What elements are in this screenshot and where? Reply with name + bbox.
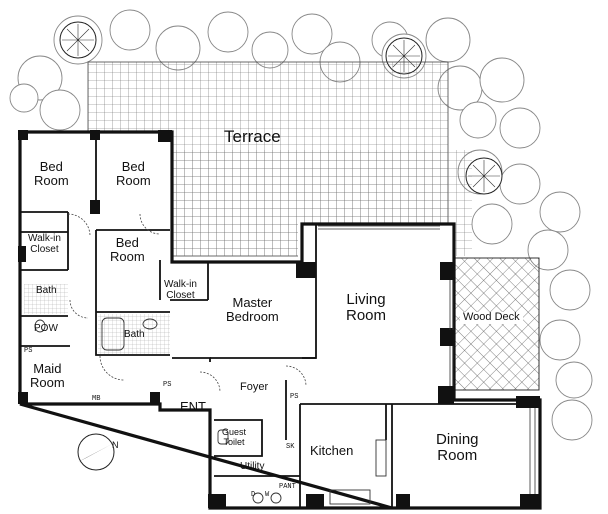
label-ps-3: PS xyxy=(290,393,299,401)
room-label-walk-in-closet-1: Walk-in Closet xyxy=(28,233,61,255)
structural-columns xyxy=(18,130,540,508)
compass-icon xyxy=(77,433,115,471)
fixtures xyxy=(34,317,387,505)
room-label-living-room: Living Room xyxy=(346,291,387,325)
compass-north-label: N xyxy=(112,440,119,450)
room-label-dining-room: Dining Room xyxy=(436,431,479,465)
room-label-pow: POW xyxy=(34,323,58,334)
label-ps-1: PS xyxy=(24,347,33,355)
room-label-bed-room-1: Bed Room xyxy=(34,159,69,189)
room-label-wood-deck: Wood Deck xyxy=(460,311,523,324)
label-d: D xyxy=(251,491,256,499)
label-sk: SK xyxy=(286,443,295,451)
room-label-foyer: Foyer xyxy=(240,381,269,393)
room-label-bath-1: Bath xyxy=(36,285,57,296)
room-label-bed-room-3: Bed Room xyxy=(110,235,145,265)
label-ps-2: PS xyxy=(163,381,172,389)
wood-deck-paving xyxy=(454,257,540,391)
bath-tiles xyxy=(24,284,170,354)
room-label-bed-room-2: Bed Room xyxy=(116,159,151,189)
interior-walls xyxy=(20,132,540,508)
label-mb: MB xyxy=(92,395,101,403)
door-swings xyxy=(67,213,307,393)
room-label-entrance: ENT xyxy=(180,399,206,414)
room-label-master-bedroom: Master Bedroom xyxy=(226,295,279,325)
room-label-terrace: Terrace xyxy=(224,127,281,146)
glazing xyxy=(318,225,536,494)
room-label-maid-room: Maid Room xyxy=(30,361,65,391)
room-label-utility: Utility xyxy=(240,461,265,472)
room-label-kitchen: Kitchen xyxy=(310,443,354,458)
room-label-walk-in-closet-2: Walk-in Closet xyxy=(164,279,197,301)
label-w: W xyxy=(265,491,270,499)
room-label-guest-toilet: Guest Toilet xyxy=(222,427,247,447)
room-label-bath-2: Bath xyxy=(124,329,145,340)
label-pant: PANT xyxy=(279,483,296,491)
